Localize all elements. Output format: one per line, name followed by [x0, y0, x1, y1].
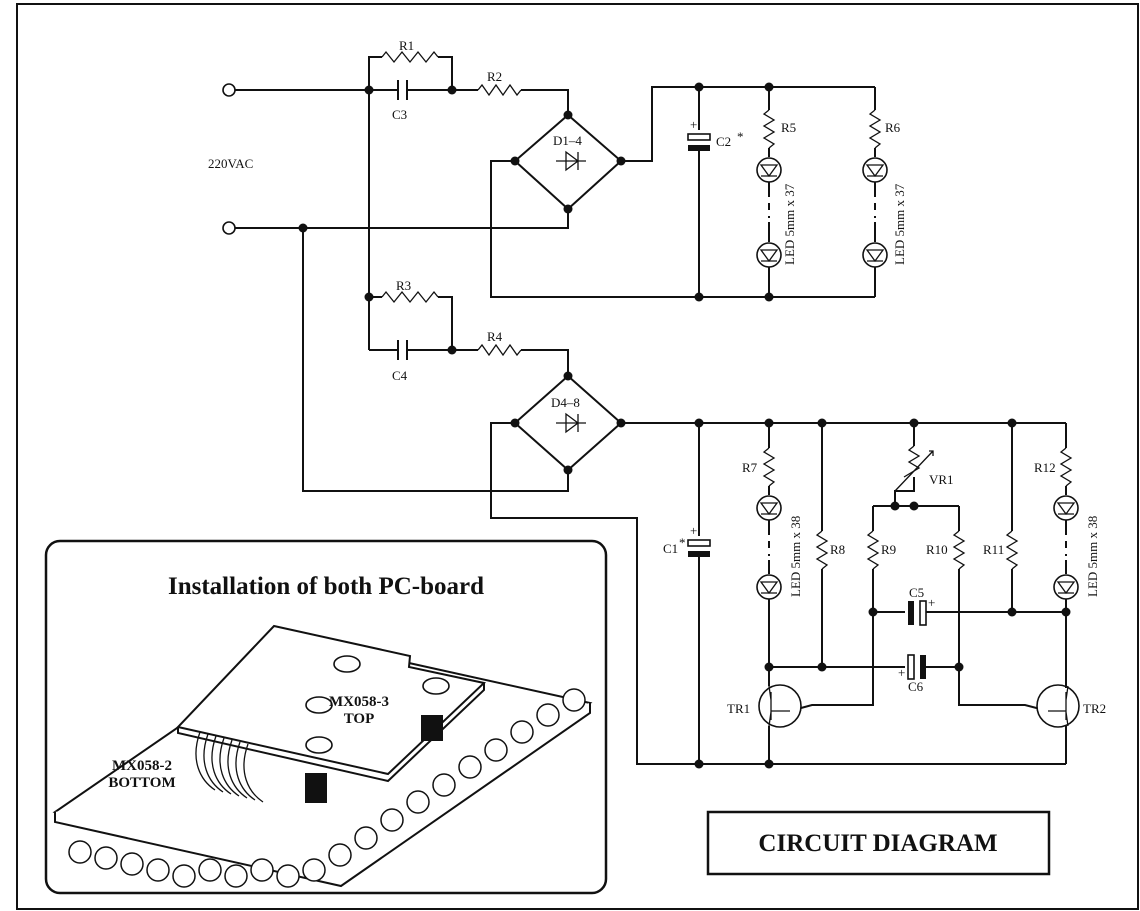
ac-terminal-bottom	[222, 221, 236, 235]
resistor-R3	[381, 290, 439, 304]
installation-inset: Installation of both PC-board	[44, 539, 608, 895]
potentiometer-VR1	[903, 445, 921, 478]
title-box: CIRCUIT DIAGRAM	[706, 810, 1051, 876]
resistor-R6	[868, 109, 882, 149]
label-R4: R4	[487, 329, 503, 344]
label-R1: R1	[399, 38, 414, 53]
resistor-R10	[952, 530, 966, 570]
label-TR2: TR2	[1083, 701, 1106, 716]
top-board-label-1: MX058-3	[329, 694, 389, 710]
resistor-R12	[1059, 447, 1073, 487]
label-C6: C6	[908, 679, 924, 694]
led-top-string2	[862, 157, 888, 183]
label-C2: C2	[716, 134, 731, 149]
label-D4-8: D4–8	[551, 395, 580, 410]
top-board-label-2: TOP	[344, 711, 375, 727]
label-VR1: VR1	[929, 472, 954, 487]
transistor-TR1	[758, 684, 802, 728]
bottom-board-label-1: MX058-2	[112, 758, 172, 774]
label-R9: R9	[881, 542, 896, 557]
label-R3: R3	[396, 278, 411, 293]
junction-dots	[298, 82, 1071, 769]
label-R6: R6	[885, 120, 901, 135]
circuit-schematic: 220VAC R1 C3 R2 D1–4 + C2 *	[208, 38, 1106, 769]
led-string-2-label: LED 5mm x 37	[892, 183, 907, 265]
label-R10: R10	[926, 542, 948, 557]
label-C5: C5	[909, 585, 924, 600]
svg-text:+: +	[690, 523, 697, 538]
transistor-TR2	[1036, 684, 1080, 728]
installation-title: Installation of both PC-board	[168, 573, 484, 600]
resistor-R7	[762, 447, 776, 487]
svg-text:*: *	[679, 535, 686, 550]
resistor-R9	[866, 530, 880, 570]
resistor-R1	[381, 50, 439, 64]
label-D1-4: D1–4	[553, 133, 582, 148]
label-R7: R7	[742, 460, 758, 475]
standoff-2	[421, 715, 443, 741]
capacitor-C5	[908, 601, 914, 625]
led-top-string3	[756, 495, 782, 521]
top-board	[176, 624, 487, 776]
label-R12: R12	[1034, 460, 1056, 475]
svg-text:*: *	[737, 129, 744, 144]
standoff-1	[305, 773, 327, 803]
bottom-board-label-2: BOTTOM	[108, 775, 175, 791]
label-R2: R2	[487, 69, 502, 84]
label-C1: C1	[663, 541, 678, 556]
led-string-3-label: LED 5mm x 38	[788, 516, 803, 597]
led-string-4-label: LED 5mm x 38	[1085, 516, 1100, 597]
label-TR1: TR1	[727, 701, 750, 716]
input-voltage-label: 220VAC	[208, 156, 253, 171]
svg-text:+: +	[690, 117, 697, 132]
label-R11: R11	[983, 542, 1004, 557]
label-R8: R8	[830, 542, 845, 557]
resistor-R8	[815, 530, 829, 570]
bottom-leds	[68, 688, 586, 888]
interconnect-wires	[195, 731, 264, 803]
diagram-title: CIRCUIT DIAGRAM	[758, 830, 997, 857]
led-bottom-string3	[756, 574, 782, 600]
label-R5: R5	[781, 120, 796, 135]
resistor-R4	[477, 343, 522, 357]
ac-terminal-top	[222, 83, 236, 97]
led-top-string4	[1053, 495, 1079, 521]
resistor-R2	[477, 83, 522, 97]
label-C3: C3	[392, 107, 407, 122]
led-bottom-string2	[862, 242, 888, 268]
resistor-R5	[762, 109, 776, 149]
led-bottom-string1	[756, 242, 782, 268]
led-bottom-string4	[1053, 574, 1079, 600]
board-screws	[305, 655, 450, 754]
led-string-1-label: LED 5mm x 37	[782, 183, 797, 265]
svg-text:+: +	[928, 595, 935, 610]
label-C4: C4	[392, 368, 408, 383]
svg-text:+: +	[898, 665, 905, 680]
capacitor-C6	[907, 654, 915, 680]
resistor-R11	[1005, 530, 1019, 570]
led-top-string1	[756, 157, 782, 183]
